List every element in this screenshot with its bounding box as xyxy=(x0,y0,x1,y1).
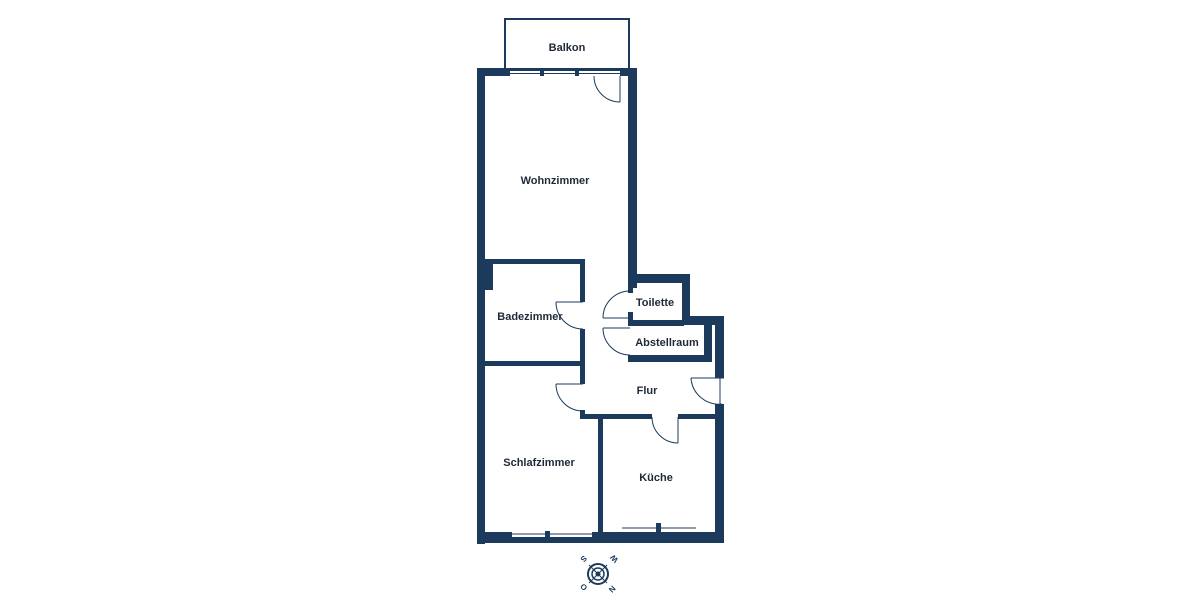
balcony-outline xyxy=(504,18,630,72)
room-label-balkon: Balkon xyxy=(549,42,586,54)
compass-letter-s: S xyxy=(578,554,589,565)
room-label-toilette: Toilette xyxy=(636,297,674,309)
compass-letter-o: O xyxy=(578,582,589,593)
compass-letter-w: W xyxy=(608,552,620,564)
room-label-wohnzimmer: Wohnzimmer xyxy=(521,175,591,187)
walls xyxy=(477,68,724,544)
compass-icon: S W O N xyxy=(578,552,620,594)
windows xyxy=(510,71,696,540)
compass-letter-n: N xyxy=(607,584,618,595)
room-label-kueche: Küche xyxy=(639,472,673,484)
room-label-schlafzimmer: Schlafzimmer xyxy=(503,457,575,469)
room-label-flur: Flur xyxy=(637,385,658,397)
room-label-abstellraum: Abstellraum xyxy=(635,337,699,349)
room-label-badezimmer: Badezimmer xyxy=(497,311,563,323)
doors xyxy=(555,75,724,444)
